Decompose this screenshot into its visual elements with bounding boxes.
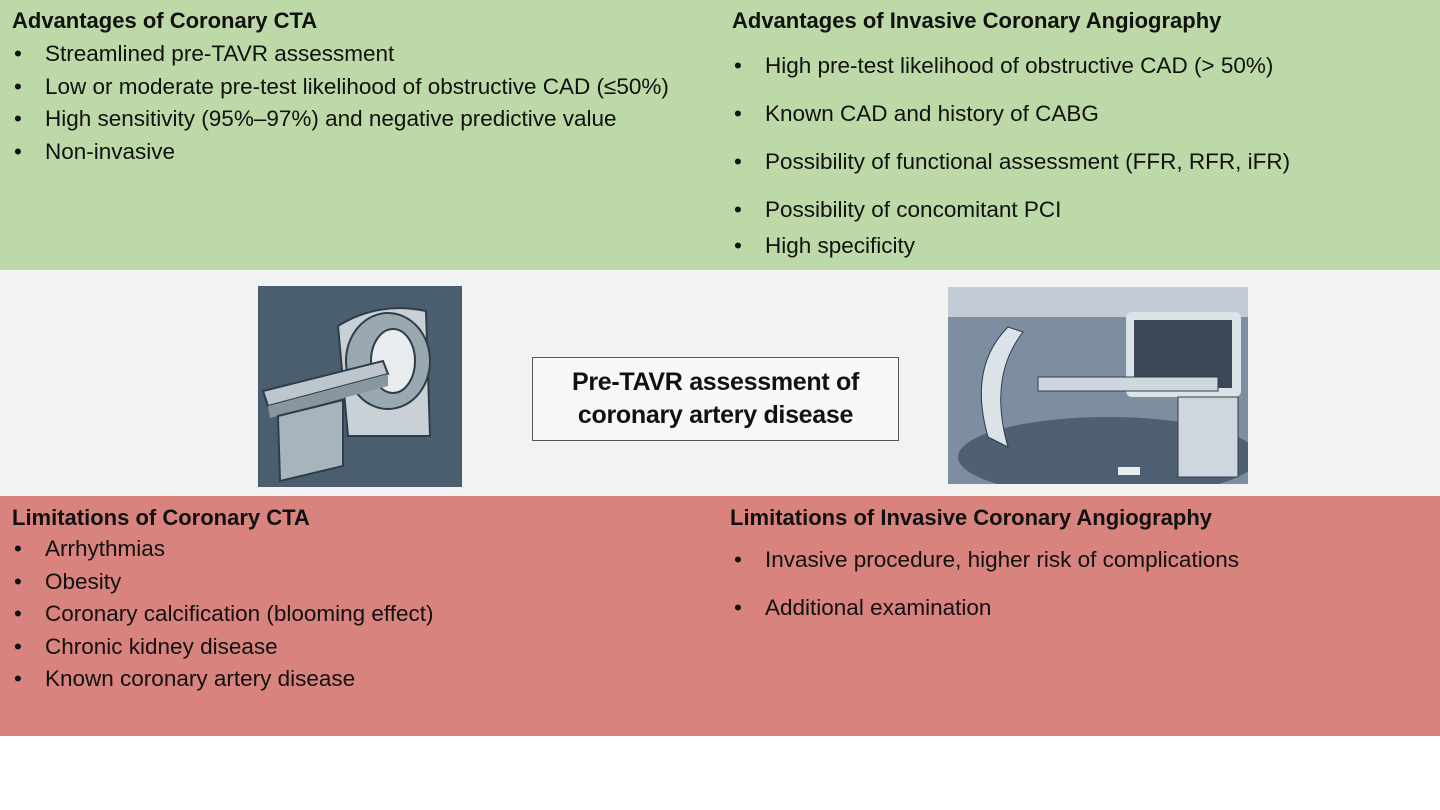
central-title-box: Pre-TAVR assessment of coronary artery di…	[532, 357, 899, 441]
list-item: Possibility of functional assessment (FF…	[732, 145, 1290, 179]
cta-advantages-panel: Advantages of Coronary CTA Streamlined p…	[0, 0, 720, 270]
list-item: Arrhythmias	[12, 533, 434, 566]
cta-advantages-title: Advantages of Coronary CTA	[12, 8, 318, 33]
cta-limitations-list: Arrhythmias Obesity Coronary calcificati…	[12, 533, 434, 696]
list-item: Coronary calcification (blooming effect)	[12, 598, 434, 631]
ica-limitations-list: Invasive procedure, higher risk of compl…	[732, 544, 1239, 640]
ica-advantages-title: Advantages of Invasive Coronary Angiogra…	[732, 8, 1222, 33]
cta-limitations-title: Limitations of Coronary CTA	[12, 505, 310, 530]
central-title-line2: coronary artery disease	[577, 401, 854, 429]
cta-limitations-panel: Limitations of Coronary CTA Arrhythmias …	[0, 496, 720, 736]
list-item: Non-invasive	[12, 136, 712, 169]
ica-advantages-list: High pre-test likelihood of obstructive …	[732, 49, 1290, 277]
list-item: Additional examination	[732, 592, 1239, 624]
ct-scanner-illustration	[258, 286, 462, 487]
list-item: Low or moderate pre-test likelihood of o…	[12, 71, 712, 104]
list-item: Possibility of concomitant PCI	[732, 193, 1290, 227]
list-item: High specificity	[732, 229, 1290, 263]
ica-limitations-title: Limitations of Invasive Coronary Angiogr…	[730, 505, 1213, 530]
list-item: High sensitivity (95%–97%) and negative …	[12, 103, 712, 136]
list-item: Known coronary artery disease	[12, 663, 434, 696]
list-item: Invasive procedure, higher risk of compl…	[732, 544, 1239, 576]
ica-limitations-panel: Limitations of Invasive Coronary Angiogr…	[720, 496, 1440, 736]
list-item: Obesity	[12, 566, 434, 599]
list-item: High pre-test likelihood of obstructive …	[732, 49, 1290, 83]
cath-lab-illustration	[948, 287, 1248, 484]
list-item: Chronic kidney disease	[12, 631, 434, 664]
limitations-band: Limitations of Coronary CTA Arrhythmias …	[0, 496, 1440, 736]
list-item: Streamlined pre-TAVR assessment	[12, 38, 712, 71]
central-title-line1: Pre-TAVR assessment of	[571, 368, 860, 396]
list-item: Known CAD and history of CABG	[732, 97, 1290, 131]
ica-advantages-panel: Advantages of Invasive Coronary Angiogra…	[720, 0, 1440, 272]
cta-advantages-list: Streamlined pre-TAVR assessment Low or m…	[12, 38, 712, 168]
